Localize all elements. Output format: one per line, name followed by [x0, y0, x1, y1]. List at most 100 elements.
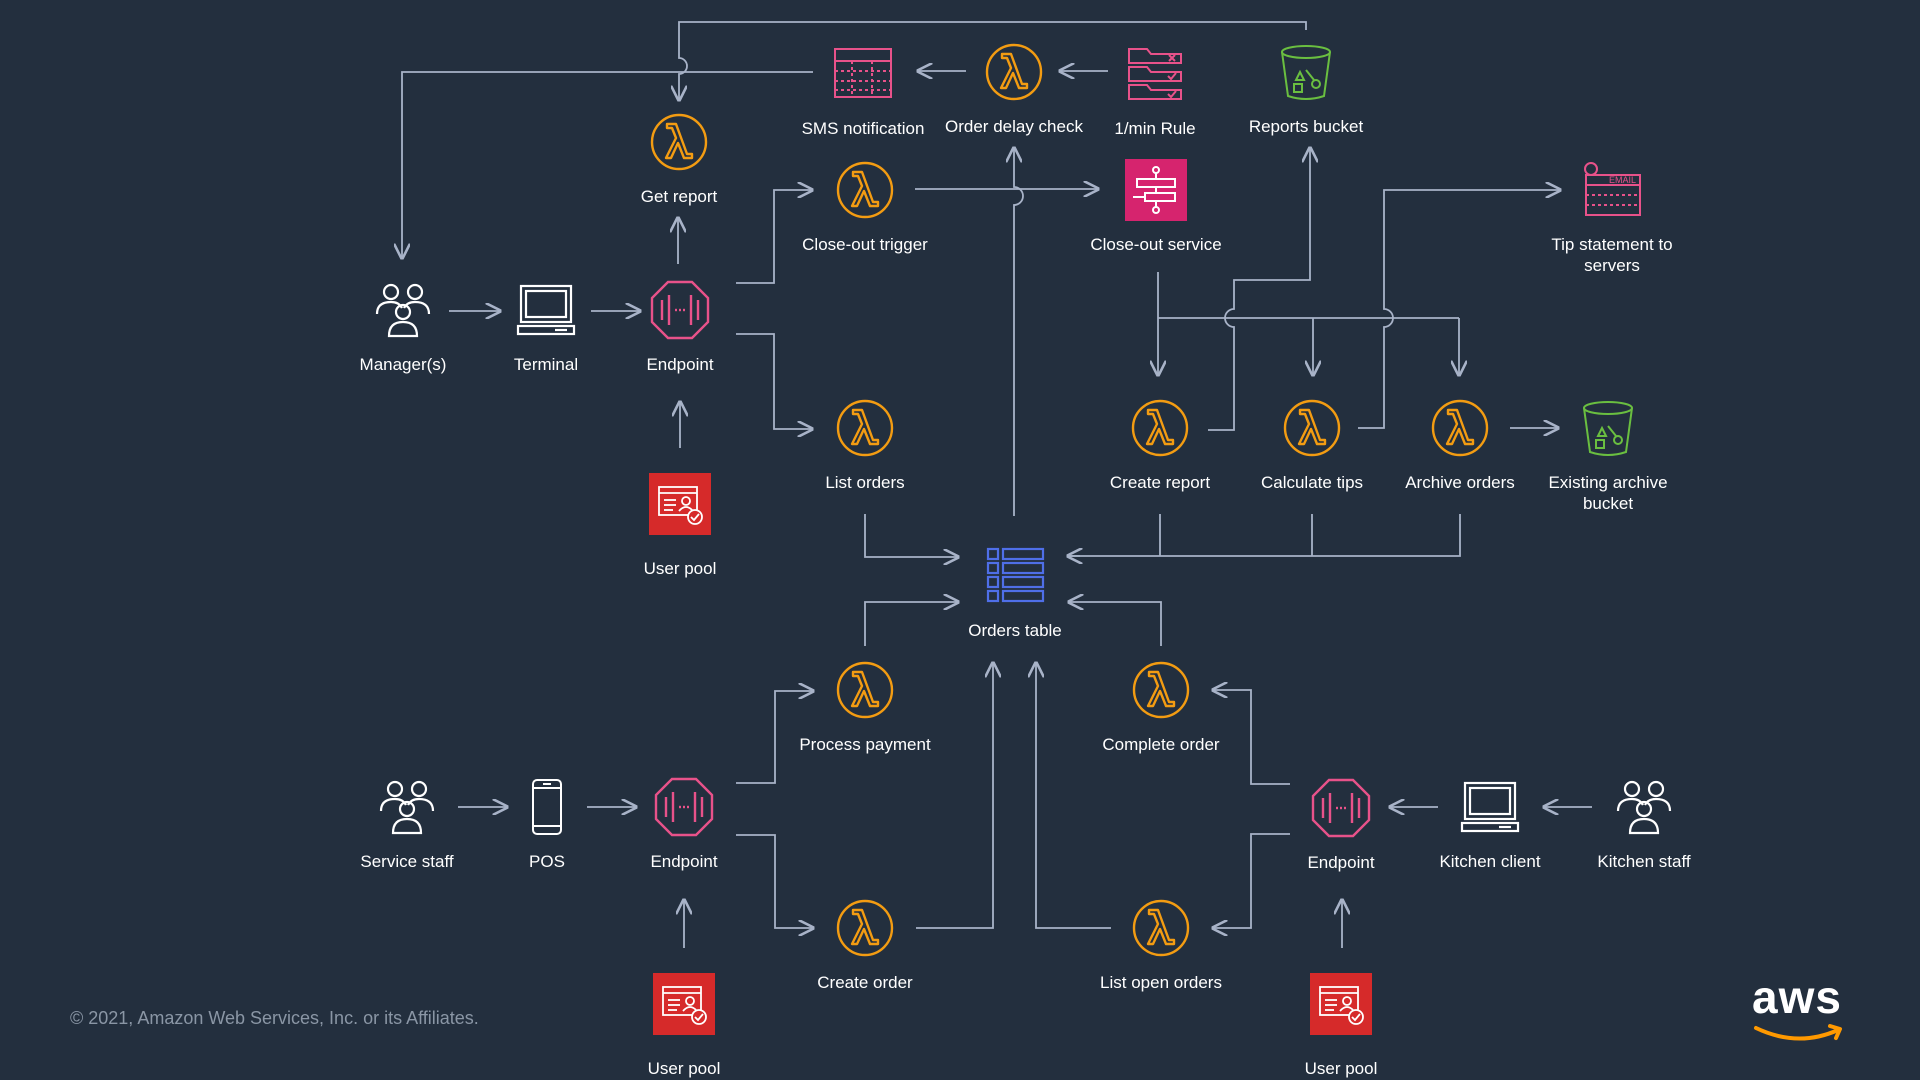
node-label: Manager(s): [359, 355, 447, 374]
node-label: Terminal: [513, 355, 579, 374]
node-close-out-trigger: Close-out trigger: [775, 154, 955, 255]
node-reports-bucket: Reports bucket: [1216, 36, 1396, 137]
cognito-user-pool-icon: [648, 968, 720, 1040]
line-report-to-bucket: [1208, 148, 1310, 431]
node-label: POS: [529, 852, 565, 871]
lambda-icon: [829, 892, 901, 964]
node-label: Orders table: [968, 621, 1062, 640]
node-label: Create report: [1109, 473, 1211, 492]
node-label: Existing archive bucket: [1548, 473, 1668, 513]
copyright-text: © 2021, Amazon Web Services, Inc. or its…: [70, 1008, 479, 1028]
email-icon: EMAIL: [1576, 154, 1648, 226]
line-complete-to-table: [1069, 602, 1162, 646]
node-label: Get report: [640, 187, 718, 206]
line-payment-to-table: [864, 602, 958, 646]
node-calculate-tips: Calculate tips: [1222, 392, 1402, 493]
node-label: 1/min Rule: [1114, 119, 1196, 138]
node-endpoint-left: Endpoint: [594, 771, 774, 872]
step-functions-icon: [1120, 154, 1192, 226]
node-label: Calculate tips: [1260, 473, 1364, 492]
node-complete-order: Complete order: [1071, 654, 1251, 755]
line-endpoint-to-listopen: [1213, 833, 1290, 928]
line-tips-to-statement: [1358, 190, 1560, 429]
node-endpoint-top: Endpoint: [590, 274, 770, 375]
users-icon: [367, 274, 439, 346]
node-kitchen-staff: Kitchen staff: [1554, 771, 1734, 872]
node-create-order: Create order: [775, 892, 955, 993]
node-label: SMS notification: [801, 119, 925, 138]
node-label: Order delay check: [945, 117, 1083, 136]
lambda-icon: [829, 654, 901, 726]
laptop-icon: [510, 274, 582, 346]
cognito-user-pool-icon: [644, 468, 716, 540]
s3-bucket-icon: [1572, 392, 1644, 464]
node-label: Archive orders: [1405, 473, 1515, 492]
node-label: Service staff: [360, 852, 454, 871]
line-endpoint-to-payment: [736, 691, 813, 784]
svg-text:EMAIL: EMAIL: [1609, 175, 1636, 185]
mobile-icon: [511, 771, 583, 843]
node-label: Process payment: [799, 735, 931, 754]
aws-logo: aws: [1752, 971, 1852, 1048]
eventbridge-rule-icon: [1119, 38, 1191, 110]
node-label: User pool: [647, 1059, 721, 1078]
node-endpoint-right: Endpoint: [1251, 772, 1431, 873]
line-endpoint-to-listorders: [736, 333, 812, 429]
aws-logo-text: aws: [1752, 971, 1842, 1023]
sms-notification-icon: [827, 38, 899, 110]
s3-bucket-icon: [1270, 36, 1342, 108]
node-label: List orders: [825, 473, 905, 492]
line-createorder-to-table: [916, 663, 993, 929]
api-gateway-icon: [644, 274, 716, 346]
node-label: Reports bucket: [1248, 117, 1364, 136]
node-existing-archive-bucket: Existing archive bucket: [1518, 392, 1698, 514]
node-label: List open orders: [1100, 973, 1222, 992]
lambda-icon: [1124, 392, 1196, 464]
node-label: User pool: [1304, 1059, 1378, 1078]
node-label: Create order: [817, 973, 913, 992]
node-label: Close-out trigger: [802, 235, 928, 254]
node-label: User pool: [643, 559, 717, 578]
node-managers: Manager(s): [313, 274, 493, 375]
cognito-user-pool-icon: [1305, 968, 1377, 1040]
node-label: Endpoint: [1307, 853, 1375, 872]
line-endpoint-to-trigger: [736, 190, 812, 284]
line-endpoint-to-complete: [1213, 690, 1290, 785]
node-create-report: Create report: [1070, 392, 1250, 493]
api-gateway-icon: [1305, 772, 1377, 844]
aws-smile-icon: [1754, 1024, 1842, 1041]
node-get-report: Get report: [589, 106, 769, 207]
lambda-icon: [1276, 392, 1348, 464]
laptop-icon: [1454, 771, 1526, 843]
line-table-to-delay: [1014, 148, 1024, 516]
lambda-icon: [829, 154, 901, 226]
node-terminal: Terminal: [456, 274, 636, 375]
node-label: Kitchen client: [1439, 852, 1541, 871]
dynamodb-table-icon: [979, 540, 1051, 612]
lambda-icon: [829, 392, 901, 464]
node-user-pool-top: User pool: [590, 468, 770, 579]
node-process-payment: Process payment: [775, 654, 955, 755]
line-sms-to-managers: [402, 71, 813, 258]
node-label: Close-out service: [1090, 235, 1222, 254]
node-order-delay-check: Order delay check: [924, 36, 1104, 137]
node-label: Endpoint: [650, 852, 718, 871]
line-listopen-to-table: [1036, 663, 1111, 929]
node-label: Complete order: [1102, 735, 1220, 754]
lambda-icon: [643, 106, 715, 178]
lambda-icon: [1125, 892, 1197, 964]
node-label: Tip statement to servers: [1551, 235, 1673, 275]
users-icon: [1608, 771, 1680, 843]
node-kitchen-client: Kitchen client: [1400, 771, 1580, 872]
node-user-pool-left: User pool: [594, 968, 774, 1079]
node-min-rule: 1/min Rule: [1065, 38, 1245, 139]
users-icon: [371, 771, 443, 843]
node-close-out-service: Close-out service: [1066, 154, 1246, 255]
node-archive-orders: Archive orders: [1370, 392, 1550, 493]
node-label: Endpoint: [646, 355, 714, 374]
node-service-staff: Service staff: [317, 771, 497, 872]
lambda-icon: [978, 36, 1050, 108]
node-orders-table: Orders table: [925, 540, 1105, 641]
line-listorders-to-table: [864, 514, 958, 557]
